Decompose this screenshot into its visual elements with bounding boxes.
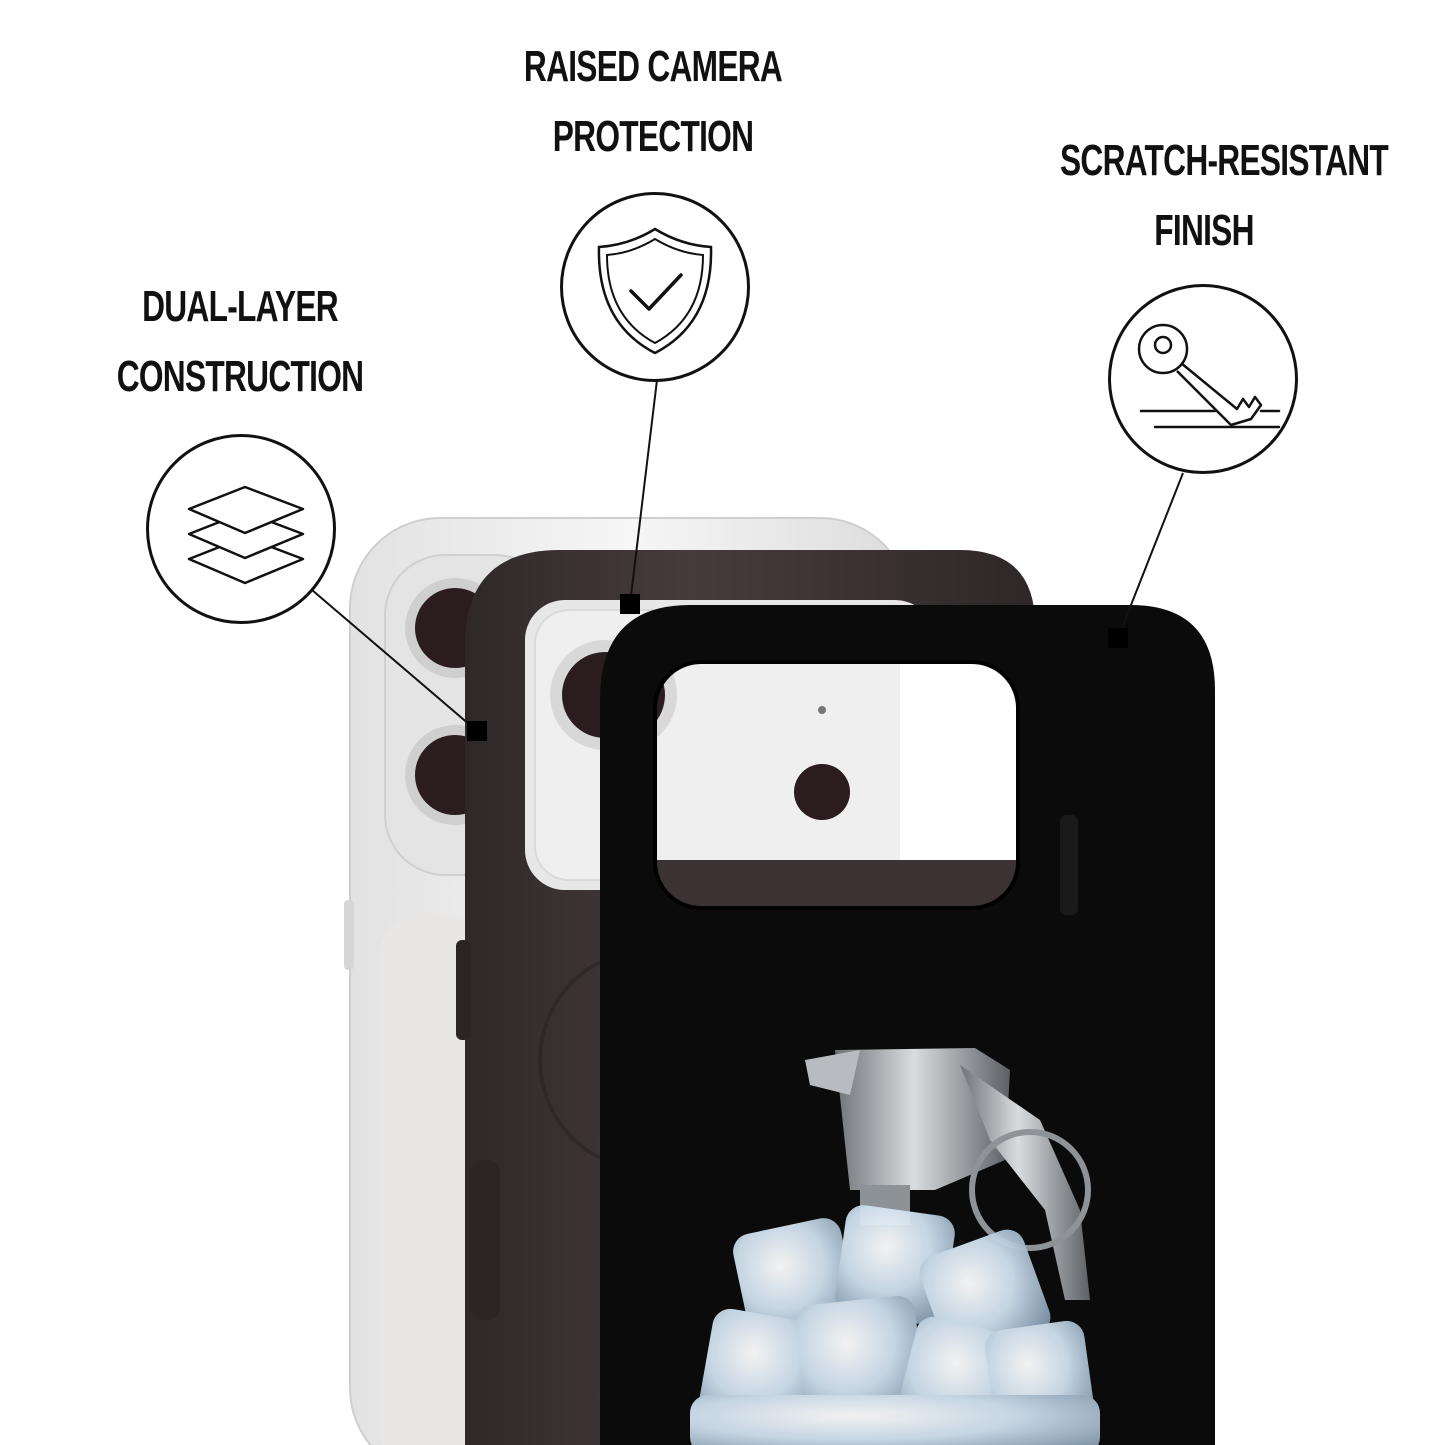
feature-label-line: PROTECTION [552,112,754,161]
callout-connectors [311,379,1184,741]
grenade-artwork [690,1048,1100,1445]
marker-dual [467,721,487,741]
feature-label-raised-camera: RAISED CAMERA PROTECTION [509,32,797,172]
shield-check-icon [560,192,750,382]
feature-label-scratch-resistant: SCRATCH-RESISTANT FINISH [1060,126,1389,266]
feature-label-line: SCRATCH-RESISTANT [1060,136,1389,185]
feature-label-line: CONSTRUCTION [116,352,364,401]
marker-camera [620,594,640,614]
feature-label-line: DUAL-LAYER [142,282,339,331]
feature-label-line: RAISED CAMERA [523,42,783,91]
feature-label-line: FINISH [1154,206,1254,255]
key-scratch-icon [1108,284,1298,474]
layers-icon [146,434,336,624]
marker-scratch [1108,628,1128,648]
feature-label-dual-layer: DUAL-LAYER CONSTRUCTION [96,272,384,412]
